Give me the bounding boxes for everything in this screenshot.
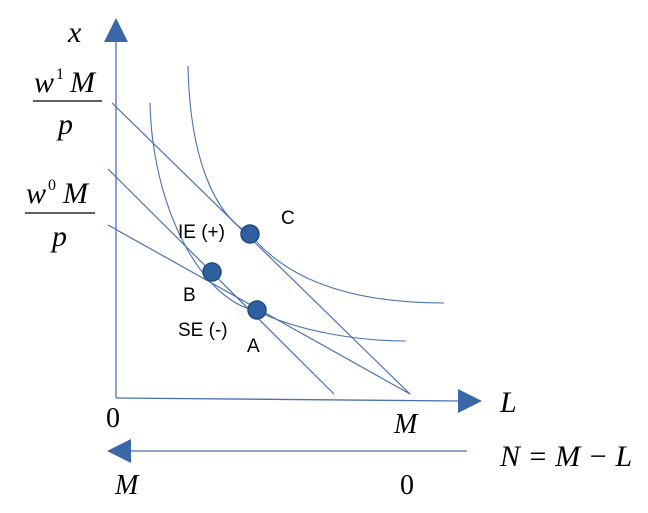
lower-intercept-m: M [62,177,90,210]
lower-intercept-p: p [50,220,67,253]
lower-intercept-label: w 0 M p [25,177,95,253]
point-c-label: C [281,208,295,229]
n-axis-right-label: 0 [400,470,414,501]
indifference-curve-low [149,102,407,342]
point-a-label: A [247,336,260,357]
lower-intercept-w: w [26,177,46,210]
x-axis-label: L [499,386,517,419]
upper-intercept-m: M [69,66,97,99]
y-axis-label: x [67,16,82,49]
x-max-label: M [393,409,419,440]
upper-intercept-p: p [56,108,73,141]
point-b [202,262,222,282]
x-axis-arrow-icon [458,389,482,413]
income-effect-label: IE (+) [178,222,225,243]
indifference-curve-high [187,65,445,304]
upper-intercept-sup: 1 [56,66,64,83]
lower-intercept-sup: 0 [48,177,56,194]
point-b-label: B [183,285,196,306]
y-axis-arrow-icon [104,18,128,42]
substitution-effect-label: SE (-) [178,320,228,341]
upper-intercept-w: w [34,66,54,99]
x-axis-line [115,397,461,402]
compensated-budget-line [107,168,335,395]
n-axis-label: N = M − L [499,440,632,473]
n-axis-arrow-icon [107,439,131,463]
point-a [247,300,267,320]
point-c [240,224,260,244]
origin-label: 0 [106,403,120,434]
upper-intercept-label: w 1 M p [33,66,102,141]
n-axis-left-label: M [114,470,140,501]
budget-line-high-wage [111,102,411,395]
